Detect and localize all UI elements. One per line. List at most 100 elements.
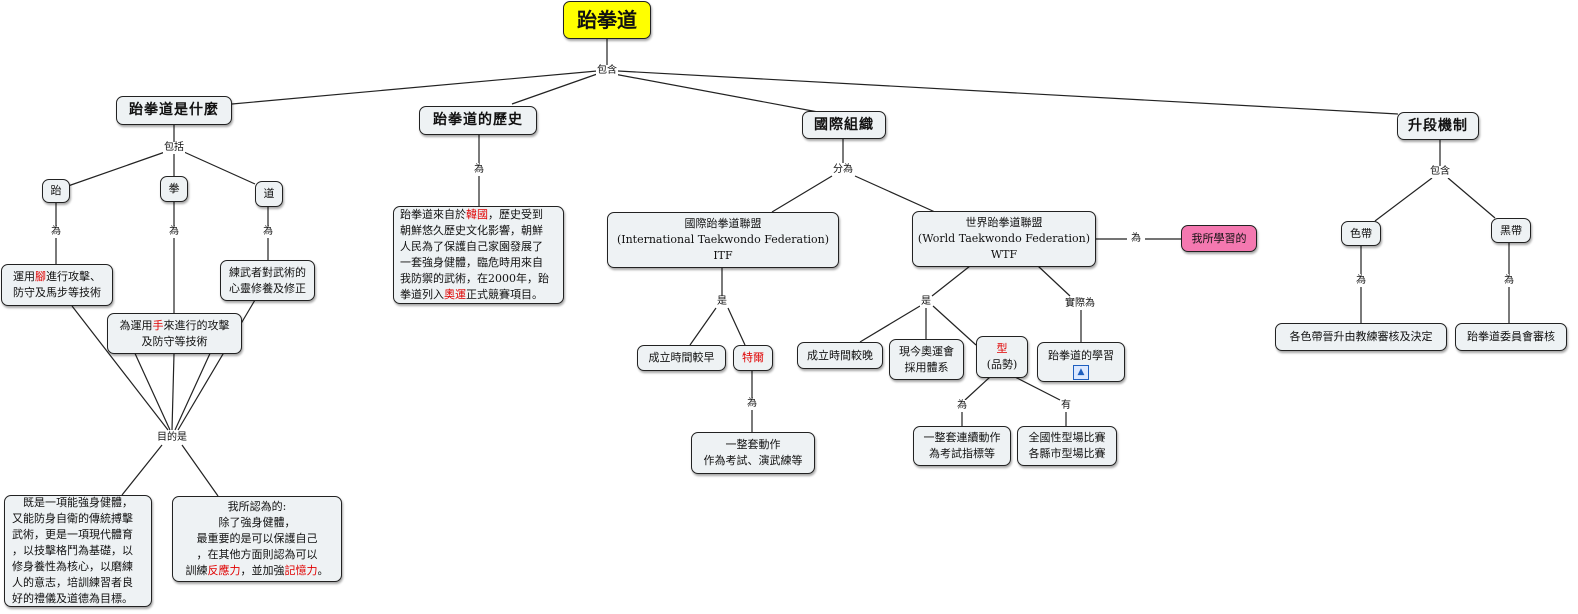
edge — [181, 444, 219, 497]
text-line: 作為考試、演武練等 — [703, 454, 803, 467]
branch-title: 跆拳道是什麼 — [129, 102, 219, 119]
edge — [1014, 376, 1061, 401]
text-line: 為運用手來進行的攻擊 — [119, 318, 230, 332]
edge — [71, 305, 169, 431]
itf-special[interactable]: 特爾 — [733, 345, 773, 371]
link-label-is: 為 — [956, 400, 968, 412]
purpose-personal[interactable]: 我所認為的: 除了強身健體， 最重要的是可以保護自己 ，在其他方面則認為可以 訓… — [172, 496, 342, 582]
black-belt[interactable]: 黑帶 — [1491, 218, 1531, 243]
link-label-contains: 包含 — [596, 65, 618, 77]
edge — [617, 70, 1399, 115]
branch-what[interactable]: 跆拳道是什麼 — [116, 96, 232, 125]
edge — [121, 444, 163, 496]
link-label-has: 有 — [1060, 400, 1072, 412]
link-label-yes: 是 — [920, 296, 932, 308]
text-line: (World Taekwondo Federation) — [917, 232, 1091, 246]
text-line: 朝鮮悠久歷史文化影響，朝鮮 — [400, 224, 543, 238]
edge — [177, 299, 256, 431]
text-line: 又能防身自衛的傳統搏擊 — [12, 512, 133, 526]
link-label-purpose: 目的是 — [156, 432, 188, 444]
quan-description[interactable]: 為運用手來進行的攻擊 及防守等技術 — [107, 313, 242, 354]
edge — [859, 305, 921, 343]
branch-orgs[interactable]: 國際組織 — [802, 111, 886, 139]
itf-node[interactable]: 國際跆拳道聯盟 (International Taekwondo Federat… — [607, 212, 839, 268]
branch-title: 國際組織 — [814, 116, 874, 133]
itf-early[interactable]: 成立時間較早 — [637, 345, 726, 371]
edge — [964, 376, 991, 401]
text-line: 一整套動作 — [725, 438, 781, 452]
root-node[interactable]: 跆拳道 — [563, 1, 651, 39]
form-competitions[interactable]: 全國性型場比賽 各縣市型場比賽 — [1017, 426, 1117, 466]
wtf-learn[interactable]: 跆拳道的學習 ▲ — [1037, 342, 1125, 382]
branch-title: 跆拳道的歷史 — [433, 112, 523, 129]
branch-history[interactable]: 跆拳道的歷史 — [419, 106, 537, 135]
text-line: 全國性型場比賽 — [1028, 431, 1106, 445]
tai-description[interactable]: 運用腳進行攻擊、 防守及馬步等技術 — [1, 264, 113, 306]
link-label-yes: 是 — [716, 296, 728, 308]
text-line: (International Taekwondo Federation) — [616, 233, 830, 247]
edge — [231, 70, 598, 105]
node-text: 黑帶 — [1500, 223, 1522, 237]
text-line: 各縣市型場比賽 — [1028, 447, 1106, 460]
text-line: 型 — [996, 342, 1008, 356]
link-label-is: 為 — [168, 226, 180, 238]
history-description[interactable]: 跆拳道來自於韓國，歷史受到 朝鮮悠久歷史文化影響，朝鮮 人民為了保護自己家園發展… — [393, 206, 564, 304]
wtf-mine[interactable]: 我所學習的 — [1181, 225, 1257, 252]
text-line: 我所認為的: — [227, 500, 287, 514]
link-label-is: 為 — [746, 398, 758, 410]
link-label-is: 為 — [262, 226, 274, 238]
text-line: 除了強身健體， — [218, 516, 296, 530]
node-dao[interactable]: 道 — [255, 181, 283, 207]
link-label-is: 為 — [473, 164, 485, 176]
text-line: ，在其他方面則認為可以 — [196, 547, 318, 561]
black-belt-description[interactable]: 跆拳道委員會審核 — [1455, 323, 1567, 351]
node-text: 成立時間較晚 — [807, 348, 873, 362]
text-line: 跆拳道來自於韓國，歷史受到 — [400, 208, 543, 222]
link-label-contains: 包含 — [1429, 166, 1451, 178]
wtf-olympic[interactable]: 現今奧運會 採用體系 — [889, 339, 964, 380]
edge — [727, 307, 746, 346]
edge — [931, 265, 971, 297]
edge — [1037, 265, 1071, 297]
node-text: 我所學習的 — [1191, 231, 1247, 245]
link-label-actually: 實際為 — [1064, 298, 1096, 310]
text-line: 好的禮儀及道德為目標。 — [12, 591, 133, 605]
node-tai[interactable]: 跆 — [42, 179, 70, 203]
edge — [689, 307, 717, 346]
itf-special-description[interactable]: 一整套動作 作為考試、演武練等 — [691, 432, 815, 474]
text-line: 練武者對武術的 — [229, 265, 306, 279]
text-line: 人的意志，培訓練習者良 — [12, 575, 133, 589]
edge — [1374, 177, 1433, 222]
edge — [1447, 177, 1496, 219]
wtf-form[interactable]: 型 (品勢) — [976, 336, 1028, 378]
node-text: 跆拳道的學習 — [1048, 349, 1114, 362]
link-label-is: 為 — [1355, 275, 1367, 287]
node-text: 各色帶晉升由教練審核及決定 — [1289, 330, 1433, 344]
wtf-node[interactable]: 世界跆拳道聯盟 (World Taekwondo Federation) WTF — [912, 211, 1096, 267]
tree-structure-icon[interactable]: ▲ — [1073, 364, 1089, 380]
wtf-late[interactable]: 成立時間較晚 — [797, 342, 883, 369]
text-line: 國際跆拳道聯盟 — [684, 217, 762, 231]
purpose-official[interactable]: 既是一項能強身健體， 又能防身自衛的傳統搏擊 武術，更是一項現代體育 ，以技擊格… — [4, 495, 152, 607]
form-description[interactable]: 一整套連續動作 為考試指標等 — [913, 426, 1011, 466]
dao-description[interactable]: 練武者對武術的 心靈修養及修正 — [220, 260, 315, 301]
text-line: 我防禦的武術，在2000年，跆 — [400, 271, 549, 285]
edge — [932, 305, 977, 346]
text-line: 運用腳進行攻擊、 — [13, 270, 101, 284]
text-line: 及防守等技術 — [141, 334, 208, 348]
node-text: 成立時間較早 — [648, 351, 715, 365]
edge — [613, 73, 819, 113]
branch-rank[interactable]: 升段機制 — [1397, 112, 1479, 140]
edge — [171, 353, 175, 431]
color-belt[interactable]: 色帶 — [1341, 221, 1381, 246]
text-line: 人民為了保護自己家園發展了 — [400, 240, 543, 254]
color-belt-description[interactable]: 各色帶晉升由教練審核及決定 — [1275, 323, 1447, 351]
link-label-divide: 分為 — [832, 164, 854, 176]
text-line: 世界跆拳道聯盟 — [965, 216, 1043, 230]
text-line: 為考試指標等 — [929, 447, 995, 460]
node-quan[interactable]: 拳 — [160, 176, 188, 202]
text-line: 最重要的是可以保護自己 — [196, 532, 318, 546]
edge — [67, 151, 166, 187]
edge — [771, 175, 833, 213]
